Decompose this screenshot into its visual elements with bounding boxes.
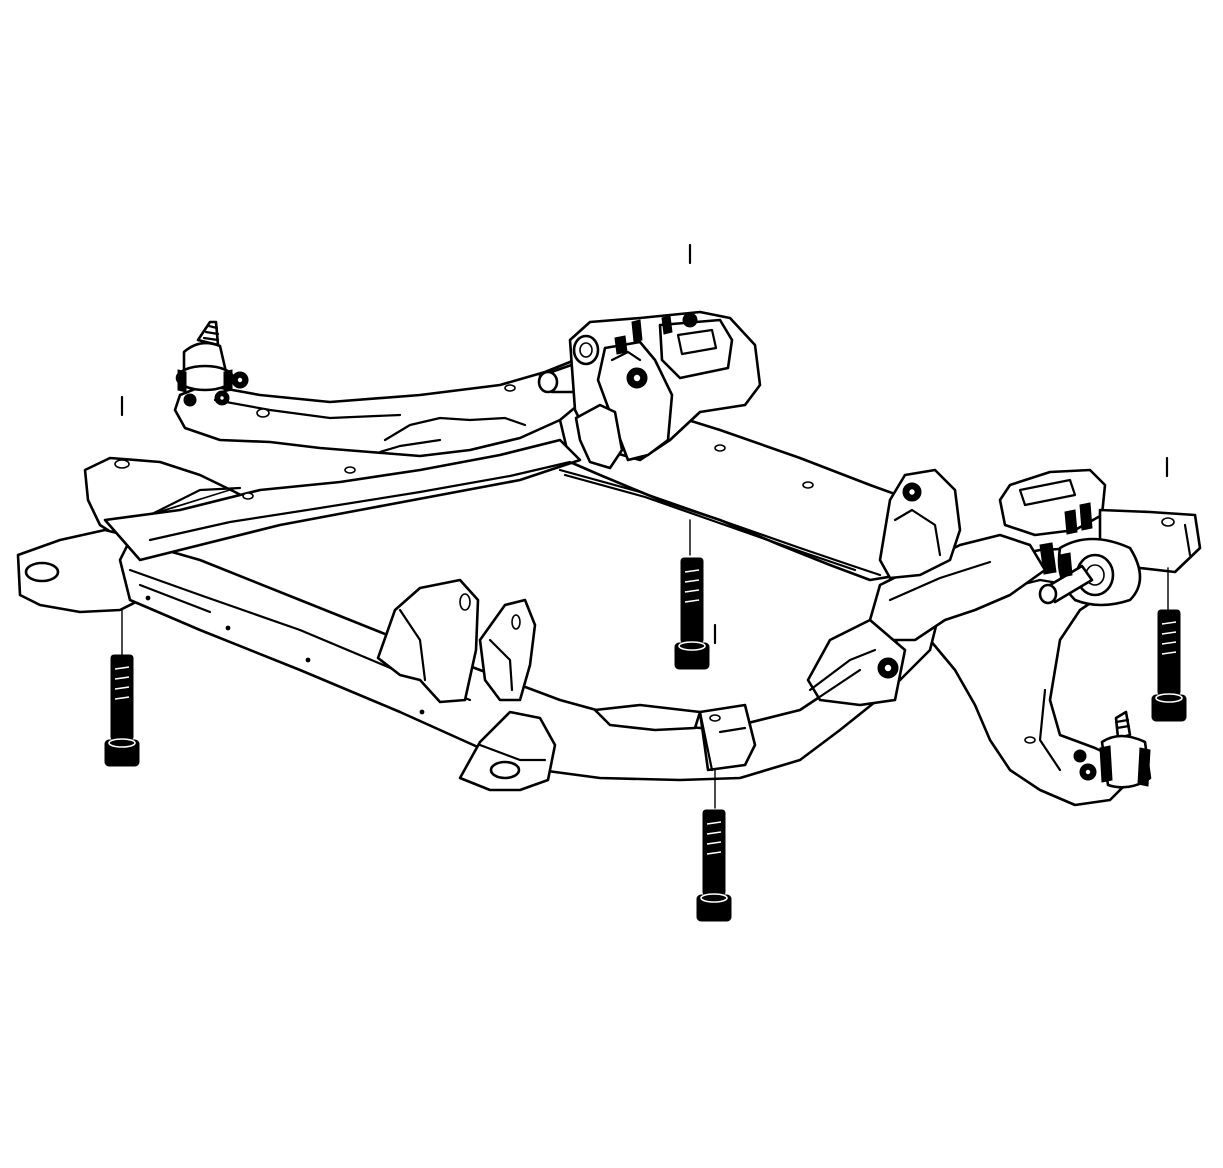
bolt-center-mid [674,557,710,670]
left-side-rail [103,438,582,562]
bolt-left-front [104,654,140,767]
bolt-center-low [696,809,732,922]
right-rail-bracket [878,468,962,580]
mounting-bolts [104,557,1187,922]
right-lower-control-arm [928,537,1142,807]
front-beam-brackets [376,578,537,704]
front-crossmember [16,456,942,792]
center-engine-mount [568,310,762,470]
right-side-rail [806,533,1047,707]
leader-lines [120,243,1169,809]
bolt-right-front [1151,609,1187,722]
left-ball-joint [175,320,249,407]
right-ball-joint [1073,710,1152,789]
